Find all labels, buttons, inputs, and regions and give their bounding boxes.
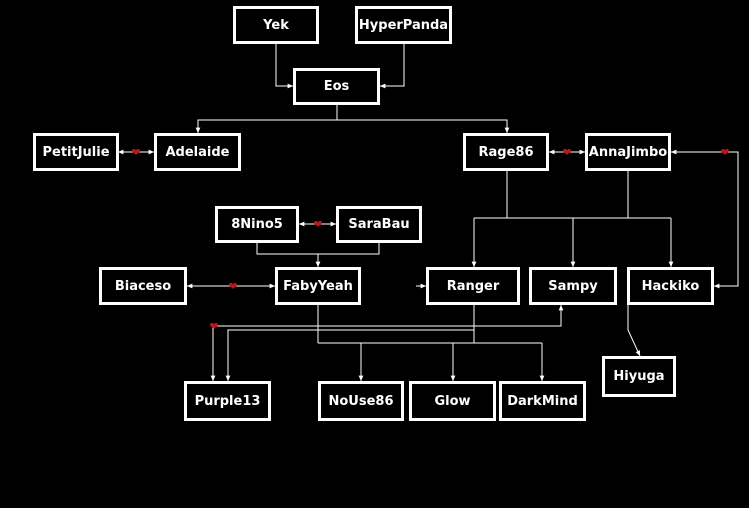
link-eos-rage86	[337, 119, 510, 133]
member-purple13: Purple13	[184, 381, 271, 421]
heart-icon: ❤	[562, 146, 571, 159]
link-hackiko-hiyuga	[627, 305, 641, 357]
heart-icon: ❤	[131, 146, 140, 159]
member-hyperpanda: HyperPanda	[355, 6, 452, 44]
member-nouse86: NoUse86	[318, 381, 404, 421]
member-ranger: Ranger	[426, 267, 520, 305]
link-annajimbo-hackiko	[671, 149, 739, 289]
heart-icon: ❤	[228, 280, 237, 293]
heart-icon: ❤	[720, 146, 729, 159]
member-8nino5: 8Nino5	[215, 206, 299, 243]
member-glow: Glow	[409, 381, 496, 421]
link-hyperpanda-eos	[380, 44, 405, 89]
link-ranger-purple13	[225, 329, 474, 381]
link-sampy-purple13	[210, 305, 564, 381]
member-rage86: Rage86	[463, 133, 549, 171]
member-yek: Yek	[233, 6, 319, 44]
member-petitjulie: PetitJulie	[33, 133, 119, 171]
member-darkmind: DarkMind	[499, 381, 586, 421]
member-adelaide: Adelaide	[154, 133, 241, 171]
member-hackiko: Hackiko	[627, 267, 714, 305]
member-fabyyeah: FabyYeah	[275, 267, 361, 305]
member-sarabau: SaraBau	[336, 206, 422, 243]
member-eos: Eos	[293, 68, 380, 105]
heart-icon: ❤	[313, 218, 322, 231]
member-hiyuga: Hiyuga	[602, 356, 676, 397]
member-biaceso: Biaceso	[99, 267, 187, 305]
link-eos-children	[195, 104, 338, 133]
heart-icon: ❤	[209, 320, 218, 333]
member-sampy: Sampy	[529, 267, 617, 305]
link-yek-eos	[275, 44, 293, 89]
member-annajimbo: AnnaJimbo	[585, 133, 671, 171]
link-couple-fabyyeah	[256, 243, 380, 267]
